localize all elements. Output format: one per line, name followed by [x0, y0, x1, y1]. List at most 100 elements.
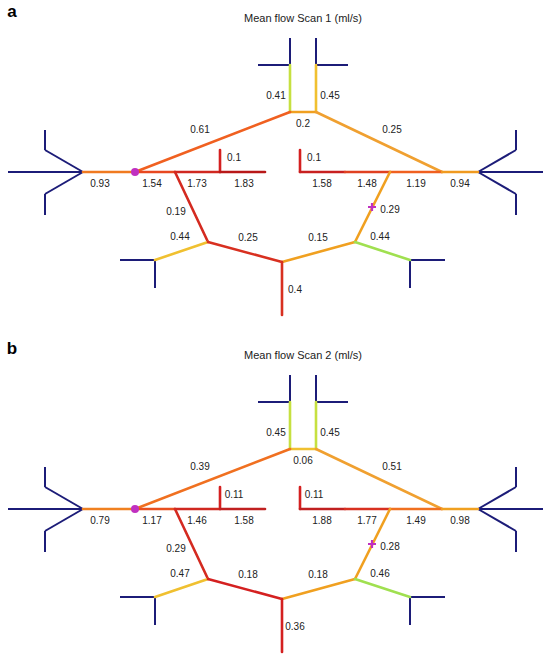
flow-value: 0.45	[319, 427, 340, 439]
vessel-segment	[299, 487, 302, 509]
flow-value: 0.93	[89, 178, 110, 190]
vessel-segment	[300, 508, 345, 511]
vessel-segment	[315, 65, 318, 112]
flow-value: 0.36	[284, 621, 305, 633]
outlet-vessel	[515, 531, 517, 552]
flow-value: 0.51	[381, 461, 402, 473]
flow-value: 0.45	[265, 427, 286, 439]
flow-value: 0.4	[287, 284, 303, 296]
outlet-vessel	[45, 487, 83, 509]
outlet-vessel	[478, 171, 543, 173]
flow-value: 0.18	[237, 569, 258, 581]
outlet-vessel	[44, 130, 46, 150]
panel-letter: b	[6, 343, 18, 355]
outlet-vessel	[258, 401, 290, 403]
flow-value: 0.39	[189, 461, 210, 473]
vessel-segment	[345, 171, 390, 174]
flow-value: 0.61	[189, 124, 210, 136]
outlet-vessel	[315, 38, 317, 65]
vessel-segment	[289, 402, 292, 449]
flow-value: 0.29	[379, 204, 400, 216]
vessel-segment	[316, 449, 442, 509]
flow-value: 0.44	[169, 231, 190, 243]
outlet-vessel	[410, 259, 445, 261]
flow-value: 1.19	[405, 178, 426, 190]
outlet-vessel	[316, 401, 348, 403]
outlet-vessel	[515, 130, 517, 150]
vessel-segment	[442, 508, 478, 511]
outlet-vessel	[45, 172, 83, 194]
flow-value: 1.73	[186, 178, 207, 190]
vessel-segment	[155, 579, 208, 597]
outlet-vessel	[478, 150, 516, 172]
outlet-vessel	[515, 194, 517, 215]
flow-value: 0.47	[169, 568, 190, 580]
outlet-vessel	[478, 509, 516, 531]
vessel-segment	[219, 487, 222, 509]
vessel-segment	[442, 171, 478, 174]
flow-value: 1.77	[356, 515, 377, 527]
vessel-segment	[281, 262, 284, 315]
panel-title: Mean flow Scan 2 (ml/s)	[243, 349, 363, 361]
vessel-segment	[175, 508, 220, 511]
flow-value: 0.28	[379, 541, 400, 553]
flow-value: 0.06	[292, 455, 313, 467]
flow-value: 1.46	[186, 515, 207, 527]
outlet-vessel	[120, 259, 155, 261]
outlet-vessel	[515, 467, 517, 487]
vessel-segment	[355, 242, 410, 260]
panel-title: Mean flow Scan 1 (ml/s)	[243, 12, 363, 24]
marker-dot	[131, 168, 139, 176]
outlet-vessel	[316, 64, 348, 66]
vessel-segment	[135, 449, 290, 509]
outlet-vessel	[44, 467, 46, 487]
vessel-segment	[390, 171, 442, 174]
flow-value: 0.18	[307, 569, 328, 581]
flow-value: 0.94	[449, 178, 470, 190]
vessel-segment	[155, 242, 208, 260]
flow-value: 0.11	[304, 489, 325, 501]
vessel-segment	[299, 150, 302, 172]
outlet-vessel	[478, 172, 516, 194]
vessel-segment	[355, 579, 410, 597]
panel-letter: a	[6, 6, 17, 18]
vessel-segment	[290, 111, 316, 114]
flow-value: 1.17	[141, 515, 162, 527]
flow-value: 0.1	[306, 152, 322, 164]
outlet-vessel	[45, 509, 83, 531]
flow-value: 1.83	[233, 178, 254, 190]
flow-value: 1.54	[141, 178, 162, 190]
marker-plus	[368, 203, 376, 211]
flow-value: 0.44	[369, 231, 390, 243]
vessel-segment	[315, 402, 318, 449]
vessel-segment	[219, 150, 222, 172]
outlet-vessel	[8, 508, 83, 510]
flow-value: 0.11	[224, 489, 245, 501]
outlet-vessel	[44, 531, 46, 552]
outlet-vessel	[154, 260, 156, 288]
outlet-vessel	[409, 260, 411, 288]
vessel-panel	[8, 38, 543, 315]
flow-value: 0.45	[319, 90, 340, 102]
flow-value: 0.29	[165, 543, 186, 555]
outlet-vessel	[315, 375, 317, 402]
vessel-segment	[83, 508, 135, 511]
outlet-vessel	[289, 375, 291, 402]
vessel-segment	[390, 508, 442, 511]
vessel-segment	[282, 242, 355, 262]
vessel-segment	[300, 171, 345, 174]
flow-value: 0.25	[381, 124, 402, 136]
outlet-vessel	[289, 38, 291, 65]
flow-value: 0.46	[369, 568, 390, 580]
vessel-panel	[8, 375, 543, 652]
flow-value: 0.1	[226, 152, 242, 164]
vessel-segment	[345, 508, 390, 511]
flow-value: 1.58	[311, 178, 332, 190]
vessel-segment	[208, 242, 282, 262]
flow-value: 0.19	[165, 206, 186, 218]
flow-value: 0.15	[307, 232, 328, 244]
flow-value: 1.58	[233, 515, 254, 527]
outlet-vessel	[8, 171, 83, 173]
flow-value: 0.98	[449, 515, 470, 527]
